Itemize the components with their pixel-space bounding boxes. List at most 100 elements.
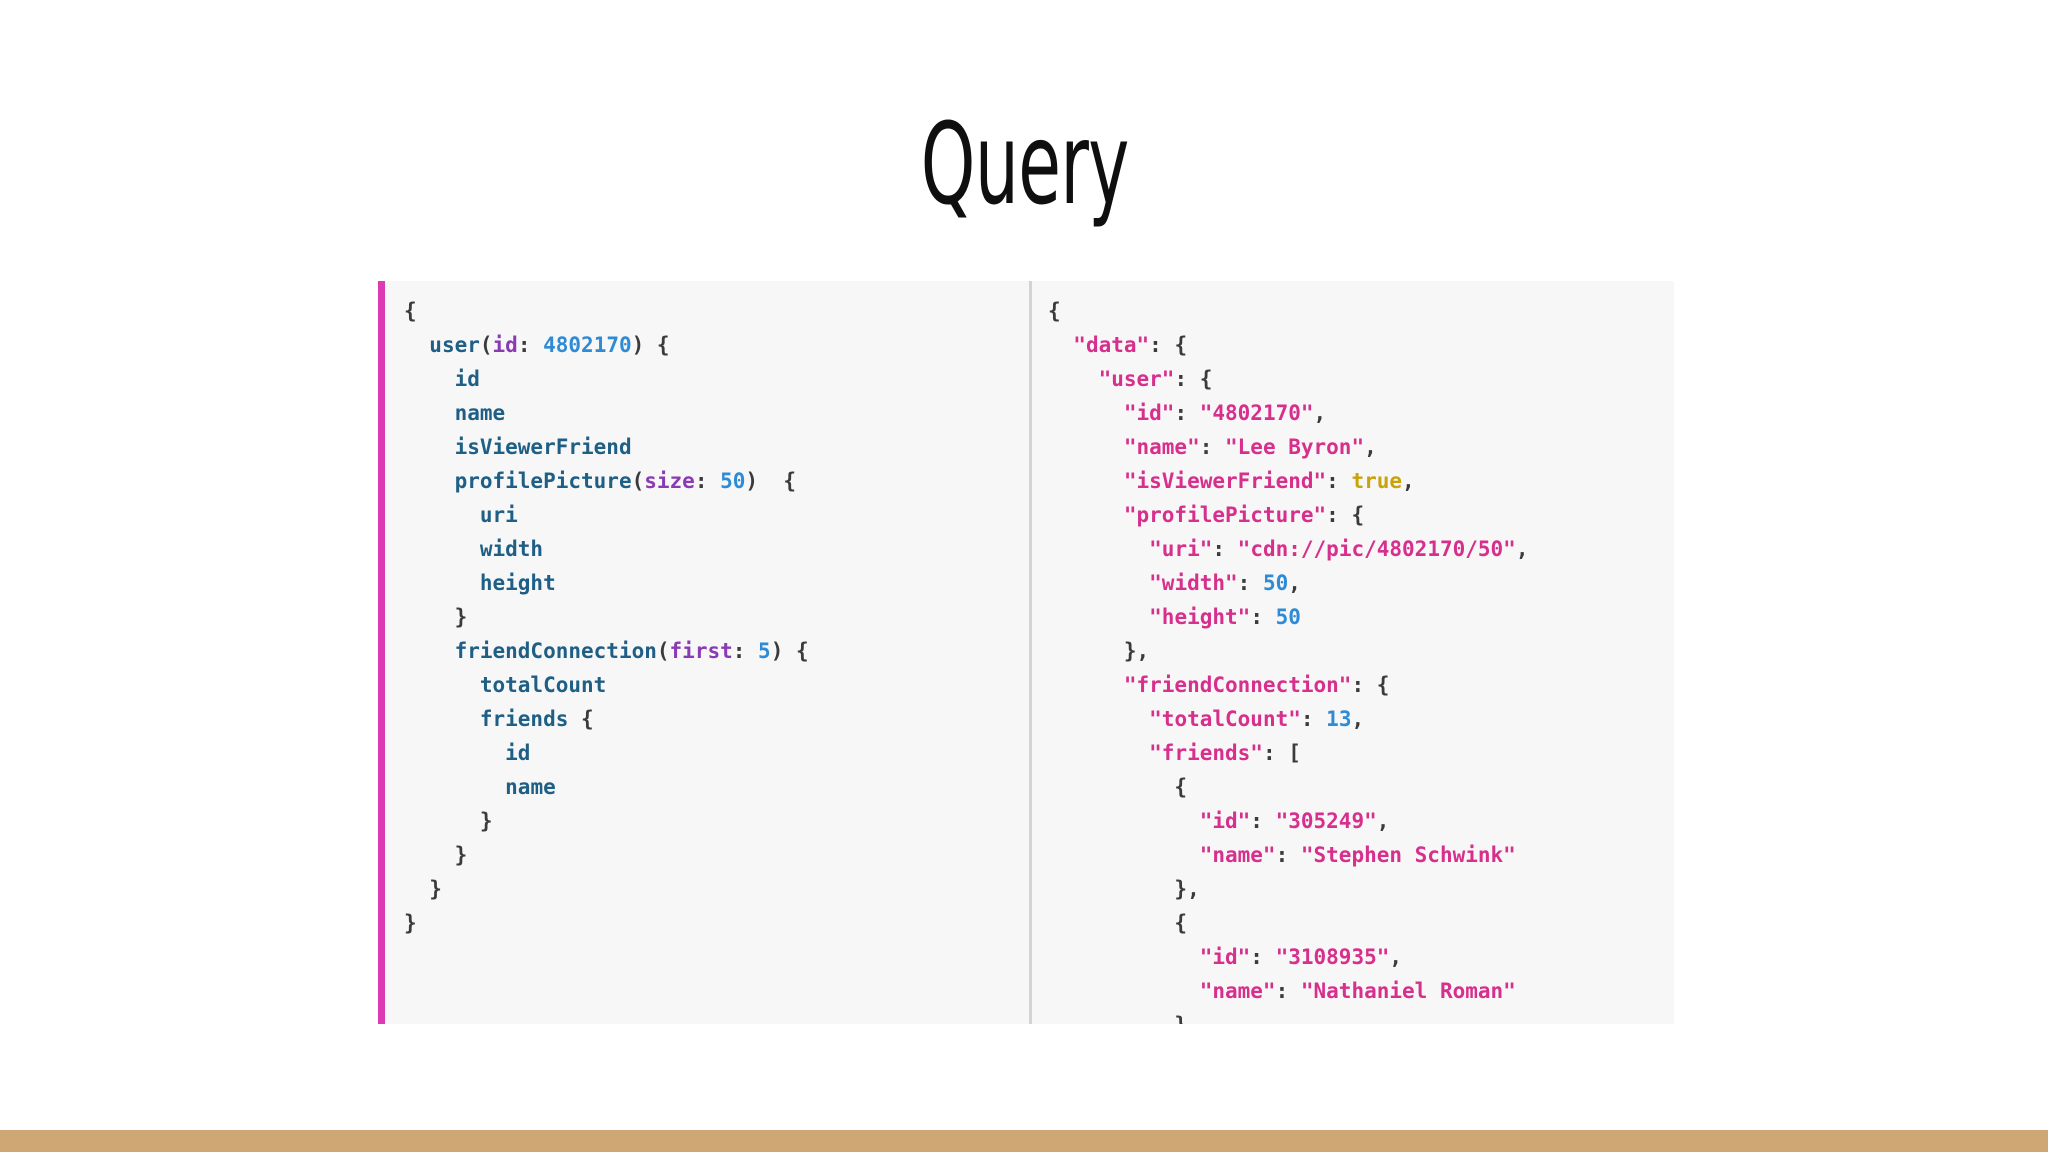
response-code-line: "id": "4802170",	[1048, 396, 1528, 430]
code-token: :	[1326, 469, 1352, 493]
code-token: "uri"	[1149, 537, 1213, 561]
code-token: (	[656, 639, 670, 663]
code-comparison-panel: { user(id: 4802170) { id name isViewerFr…	[378, 281, 1674, 1024]
code-token: ) {	[745, 469, 796, 493]
response-code-line: "totalCount": 13,	[1048, 702, 1528, 736]
code-token: 5	[758, 639, 771, 663]
code-token: },	[1048, 639, 1150, 663]
code-token	[404, 537, 480, 561]
response-code-line: "name": "Nathaniel Roman"	[1048, 974, 1528, 1008]
code-token	[404, 367, 455, 391]
response-code-line: "name": "Stephen Schwink"	[1048, 838, 1528, 872]
code-token: uri	[479, 503, 518, 527]
code-token: :	[1275, 979, 1301, 1003]
response-code-line: {	[1048, 906, 1528, 940]
query-code-line: isViewerFriend	[404, 430, 809, 464]
code-token: "width"	[1149, 571, 1238, 595]
code-token: {	[1048, 911, 1188, 935]
response-code-line: }	[1048, 1008, 1528, 1024]
response-code-line: },	[1048, 872, 1528, 906]
code-token: :	[1300, 707, 1327, 731]
code-token	[404, 775, 505, 799]
code-token: ,	[1364, 435, 1377, 459]
query-code-line: width	[404, 532, 809, 566]
code-token	[404, 741, 505, 765]
query-code-line: id	[404, 362, 809, 396]
code-token: : {	[1149, 333, 1188, 357]
slide-title: Query	[920, 100, 1130, 230]
pane-divider	[1029, 281, 1032, 1024]
code-token: :	[1199, 435, 1226, 459]
query-code-line: name	[404, 770, 809, 804]
code-token: "Stephen Schwink"	[1300, 843, 1516, 867]
query-code-line: user(id: 4802170) {	[404, 328, 809, 362]
code-token: : {	[1326, 503, 1365, 527]
code-token	[1048, 945, 1200, 969]
footer-band	[0, 1130, 2048, 1152]
code-token: :	[732, 639, 759, 663]
code-token: ,	[1313, 401, 1327, 425]
code-token: width	[479, 537, 544, 561]
response-code-line: "width": 50,	[1048, 566, 1528, 600]
code-token	[404, 639, 455, 663]
code-token: "isViewerFriend"	[1123, 469, 1327, 493]
code-token	[1048, 605, 1149, 629]
code-token: user	[429, 333, 480, 357]
code-token: "id"	[1199, 809, 1251, 833]
code-token: }	[404, 809, 493, 833]
response-code-line: "height": 50	[1048, 600, 1528, 634]
response-code-line: "data": {	[1048, 328, 1528, 362]
query-code-line: friendConnection(first: 5) {	[404, 634, 809, 668]
query-code-line: }	[404, 872, 809, 906]
response-code-line: "isViewerFriend": true,	[1048, 464, 1528, 498]
query-code-line: }	[404, 838, 809, 872]
code-token: 13	[1326, 707, 1352, 731]
code-token: {	[1048, 299, 1061, 323]
code-token	[1048, 503, 1124, 527]
code-token: : [	[1262, 741, 1301, 765]
code-token: }	[404, 877, 442, 901]
code-token: {	[1048, 775, 1188, 799]
code-token: }	[404, 911, 417, 935]
code-token: 4802170	[543, 333, 632, 357]
code-token: :	[1250, 809, 1276, 833]
code-token: ,	[1389, 945, 1403, 969]
code-token: totalCount	[479, 673, 607, 697]
code-token: "Nathaniel Roman"	[1300, 979, 1516, 1003]
code-token: "totalCount"	[1149, 707, 1301, 731]
query-code-line: height	[404, 566, 809, 600]
code-token: "name"	[1123, 435, 1200, 459]
code-token: "305249"	[1275, 809, 1377, 833]
code-token	[1048, 537, 1149, 561]
response-code-line: "id": "305249",	[1048, 804, 1528, 838]
code-token: first	[669, 639, 733, 663]
code-token: 50	[720, 469, 746, 493]
code-token: friends	[479, 707, 569, 731]
code-token	[404, 673, 480, 697]
code-token	[404, 503, 480, 527]
code-token: }	[1048, 1013, 1187, 1024]
code-token: (	[631, 469, 645, 493]
code-token: "profilePicture"	[1123, 503, 1327, 527]
response-code-line: },	[1048, 634, 1528, 668]
code-token	[1048, 741, 1149, 765]
code-token	[1048, 979, 1200, 1003]
code-token	[404, 435, 455, 459]
code-token: }	[404, 843, 468, 867]
code-token: id	[505, 741, 531, 765]
code-token: :	[1250, 605, 1276, 629]
query-code-line: name	[404, 396, 809, 430]
code-token: "user"	[1098, 367, 1175, 391]
code-token	[404, 469, 455, 493]
code-token	[404, 333, 429, 357]
code-token: "Lee Byron"	[1225, 435, 1365, 459]
response-code-line: "friendConnection": {	[1048, 668, 1528, 702]
response-code-line: "user": {	[1048, 362, 1528, 396]
code-token: :	[517, 333, 544, 357]
code-token: "data"	[1073, 333, 1150, 357]
code-token: :	[1275, 843, 1301, 867]
accent-bar	[378, 281, 385, 1024]
code-token: : {	[1351, 673, 1390, 697]
code-token: ,	[1402, 469, 1415, 493]
code-token: :	[1237, 571, 1263, 595]
